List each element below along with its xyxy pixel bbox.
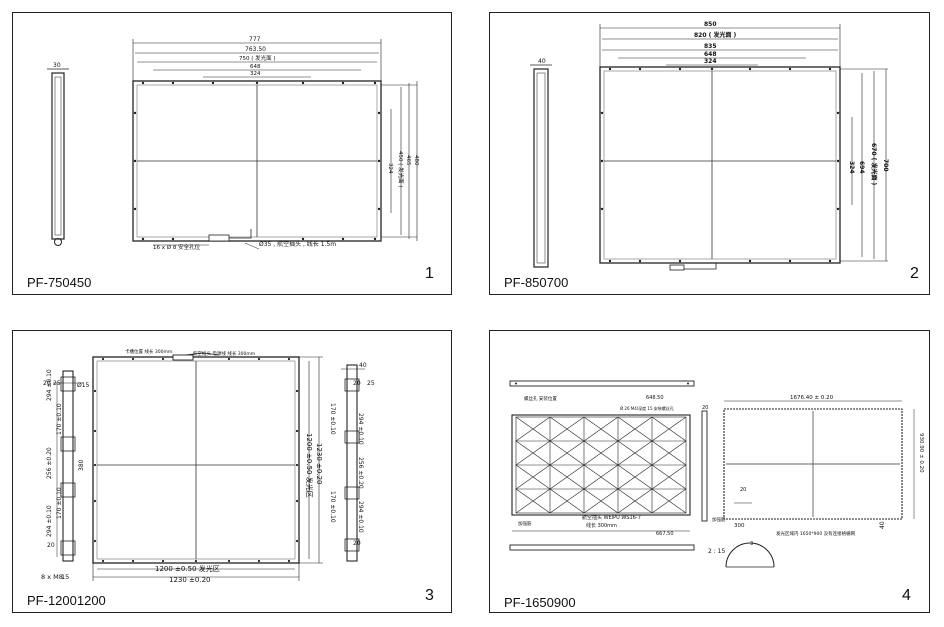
p1-dim-648: 648 (250, 64, 261, 70)
p4-dim-d20a: 20 (702, 405, 708, 411)
p1-dim-750: 750 ( 发光面 ) (239, 54, 276, 62)
p4-model-label: PF-1650900 (504, 595, 576, 610)
drawing-panel-1: 30 777 763.50 750 ( 发光面 ) 648 324 (12, 12, 452, 295)
p3-right-label-1: 25 (367, 380, 375, 387)
p3-side-width: 40 (359, 362, 367, 369)
drawing-panel-2: 40 850 820 ( 发光面 ) 835 648 324 (489, 12, 930, 295)
p2-dim-h670: 670 ( 发光面 ) (870, 143, 878, 186)
p1-number: 1 (425, 265, 434, 282)
p1-dim-h480: 480 (413, 155, 419, 166)
p4-lattice (515, 416, 687, 514)
p4-note-spec: Ø 26 M4/深度 15 安装螺丝孔 (620, 405, 674, 411)
p4-dim-d20b: 20 (740, 487, 746, 493)
p3-number: 3 (425, 587, 434, 604)
p2-dim-835: 835 (704, 43, 717, 50)
p1-dim-324: 324 (250, 71, 261, 77)
p3-right-label-6: 294 ±0.10 (357, 501, 364, 533)
drawing-panel-3: 20 25 Ø15 294 ±0.10 170 ±0.10 256 ±0.20 … (12, 330, 452, 613)
p4-cable-len: 线长 300mm (586, 522, 617, 529)
p2-dim-h700: 700 (882, 159, 889, 172)
p4-note-cable: 航空插头 WEIPU WS16-7 (582, 514, 641, 521)
p3-left-label-5: 256 ±0.20 (46, 447, 53, 479)
p3-left-label-6: 380 (78, 459, 85, 471)
p3-left-label-11: 15 (61, 573, 69, 581)
p1-dim-h324: 324 (387, 163, 393, 174)
p3-model-label: PF-12001200 (27, 593, 106, 608)
p3-right-label-0: 20 (353, 380, 361, 387)
p2-dim-324: 324 (704, 58, 717, 65)
p2-model-label: PF-850700 (504, 275, 569, 290)
p2-dim-850: 850 (704, 21, 717, 28)
p3-right-label-5: 170 ±0.10 (329, 491, 336, 523)
p3-left-label-4: 170 ±0.10 (56, 403, 63, 435)
p4-note-bottom: 发光区域内 1650*900 没有连接格栅网 (776, 530, 856, 537)
p3-left-label-9: 20 (47, 542, 55, 549)
drawing-panel-4: 螺丝孔 安装位置 648.50 Ø 26 M4/深度 15 安装螺丝孔 加强筋 … (489, 330, 930, 613)
panel-3-drawing: 20 25 Ø15 294 ±0.10 170 ±0.10 256 ±0.20 … (41, 348, 375, 584)
p3-left-label-10: 8 x M8 (41, 573, 63, 581)
p4-scale: 2 : 15 (708, 548, 725, 555)
p3-top-note2: 航空插头 电源线 线长 300mm (193, 350, 255, 357)
p3-left-label-8: 294 ±0.10 (46, 505, 53, 537)
p3-right-dim1: 1200 ±0.50 发光区 (305, 433, 314, 498)
p4-dim-40: 40 (879, 521, 886, 529)
p3-left-label-3: 294 ±0.10 (46, 369, 53, 401)
panel-2-drawing: 40 850 820 ( 发光面 ) 835 648 324 (530, 21, 889, 271)
p1-side-width: 30 (53, 62, 61, 69)
p4-mount-label2: 加强筋 (712, 516, 726, 523)
panel-1-drawing: 30 777 763.50 750 ( 发光面 ) 648 324 (47, 36, 419, 251)
p1-screw-note: 16 x Ø 8 安全孔位 (153, 243, 201, 251)
p3-right-label-4: 256 ±0.20 (357, 457, 364, 489)
p4-dim-667: 667.50 (656, 531, 674, 537)
p3-left-label-1: 25 (53, 380, 61, 387)
p3-left-label-7: 170 ±0.10 (56, 487, 63, 519)
p4-dim-930: 930.90 ± 0.20 (918, 433, 924, 473)
p3-bottom-dim1: 1200 ±0.50 发光区 (155, 564, 220, 573)
p1-model-label: PF-750450 (27, 275, 92, 290)
p3-top-note1: 卡槽位置 线长 300mm (125, 348, 172, 355)
p1-dim-h450: 450 ( 发光面 ) (397, 151, 405, 188)
p3-right-dim2: 1230 ±0.20 (315, 443, 323, 485)
p1-dim-763: 763.50 (245, 46, 266, 53)
p3-right-label-3: 294 ±0.10 (357, 413, 364, 445)
p3-left-label-0: 20 (43, 380, 51, 387)
p4-tiny-3: 3 (750, 541, 753, 547)
p3-right-label-2: 170 ±0.10 (329, 403, 336, 435)
p4-note-top: 螺丝孔 安装位置 (524, 395, 557, 402)
p2-number: 2 (910, 265, 919, 282)
p2-side-width: 40 (538, 58, 546, 65)
p3-right-label-7: 20 (353, 540, 361, 547)
p2-dim-h324: 324 (848, 161, 855, 174)
p4-dim-300: 300 (734, 523, 745, 529)
p1-cable-note: Ø35 , 航空插头 , 线长 1.5m (259, 240, 336, 248)
p2-dim-820: 820 ( 发光面 ) (694, 31, 737, 39)
p4-dim-648: 648.50 (646, 395, 664, 401)
panel-4-drawing: 螺丝孔 安装位置 648.50 Ø 26 M4/深度 15 安装螺丝孔 加强筋 … (509, 380, 924, 568)
p3-left-label-2: Ø15 (77, 382, 90, 389)
p3-bottom-dim2: 1230 ±0.20 (169, 576, 211, 584)
p4-number: 4 (902, 587, 911, 604)
p1-dim-h465: 465 (405, 155, 411, 166)
p4-mount-label: 加强筋 (518, 520, 532, 527)
p2-dim-648: 648 (704, 51, 717, 58)
p4-dim-1676: 1676.40 ± 0.20 (790, 395, 834, 401)
p1-dim-777: 777 (249, 36, 261, 43)
p2-dim-h694: 694 (858, 161, 865, 174)
